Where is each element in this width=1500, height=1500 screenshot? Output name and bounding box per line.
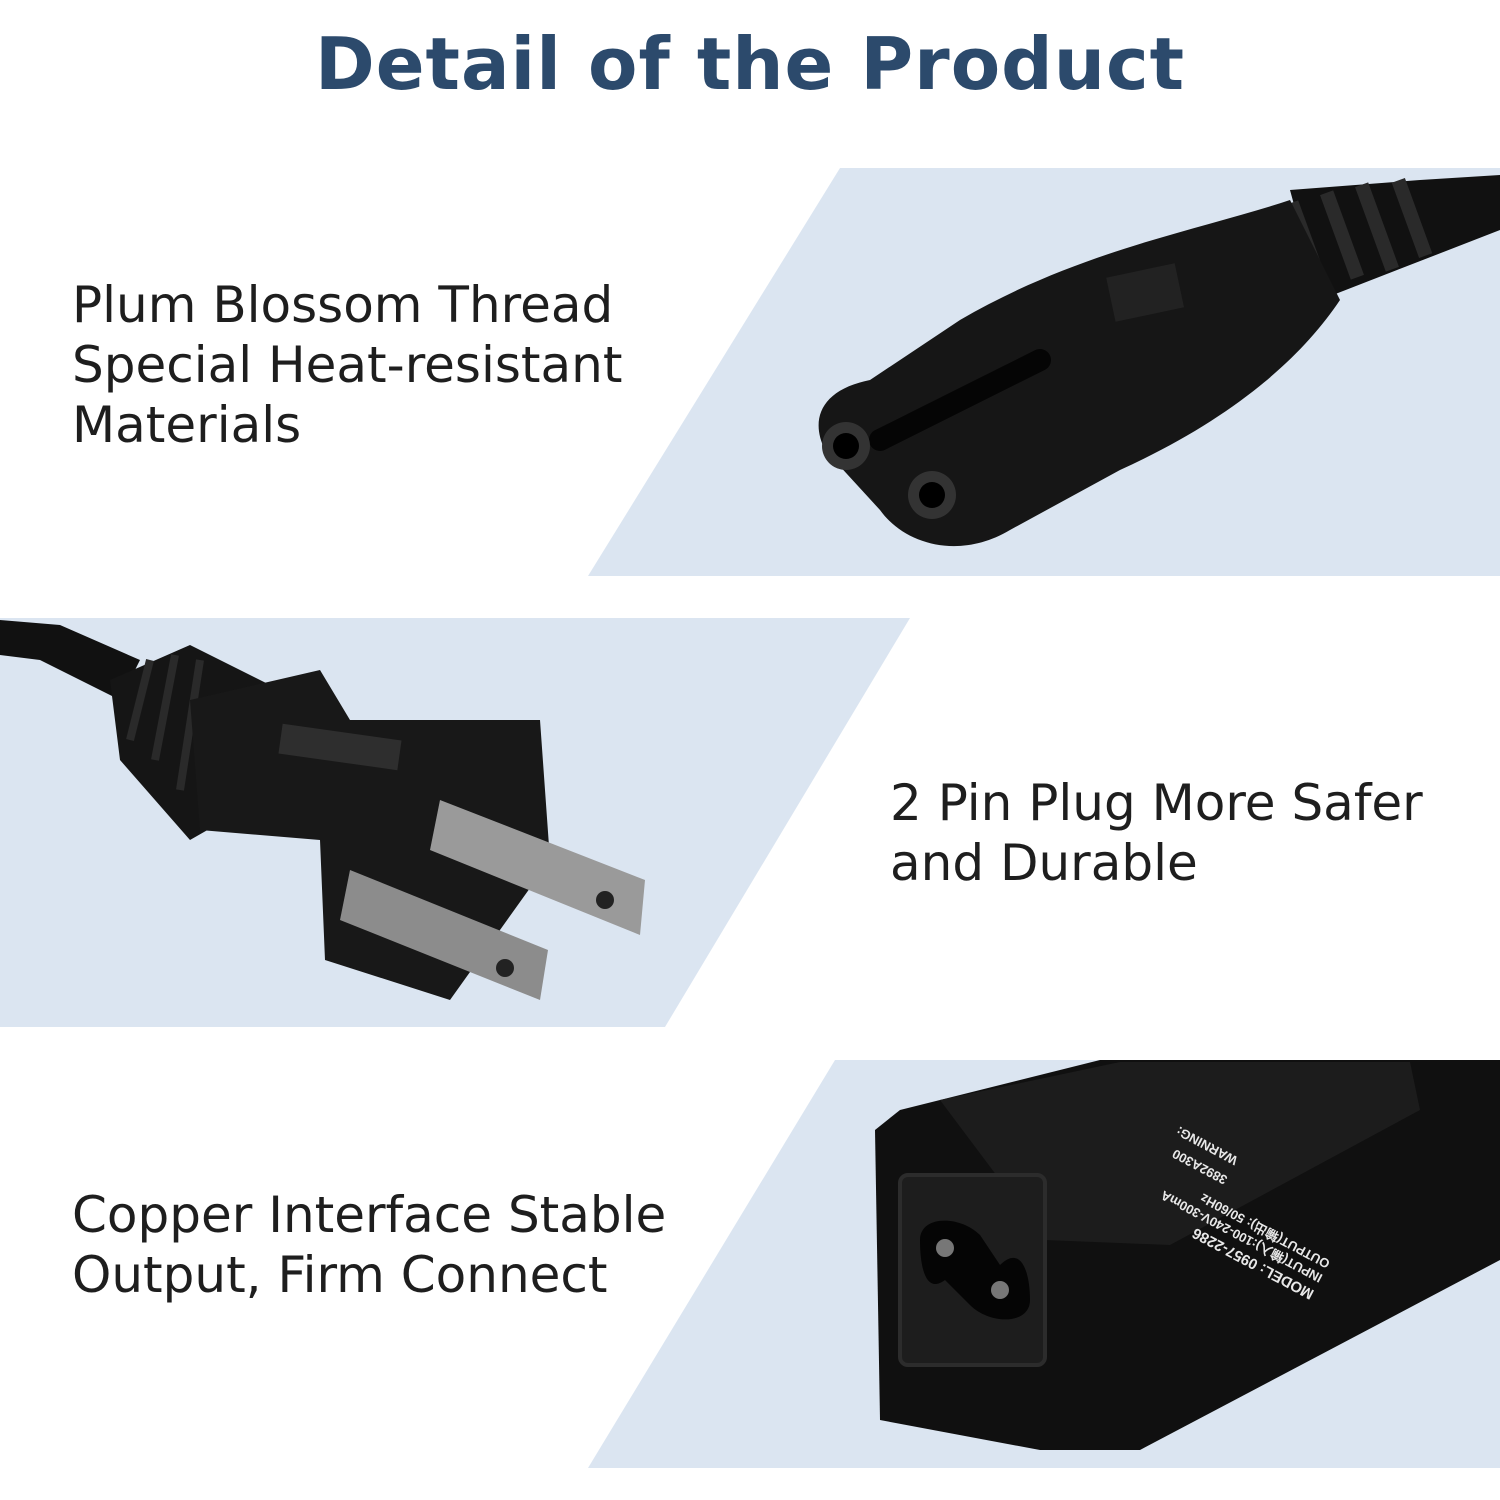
us-2-pin-plug-image: [0, 620, 645, 1000]
feature-line: Copper Interface Stable: [72, 1186, 667, 1244]
power-adapter-image: MODEL: 0957-2286 INPUT(输入):100-240V-300m…: [875, 1060, 1500, 1450]
feature-line: and Durable: [890, 834, 1198, 892]
feature-line: 2 Pin Plug More Safer: [890, 774, 1423, 832]
feature-line: Plum Blossom Thread: [72, 276, 614, 334]
feature-line: Materials: [72, 396, 302, 454]
feature-copper-interface: Copper Interface Stable Output, Firm Con…: [72, 1185, 666, 1305]
c7-connector-image: [818, 175, 1500, 547]
feature-heat-resistant: Plum Blossom Thread Special Heat-resista…: [72, 275, 622, 455]
feature-line: Special Heat-resistant: [72, 336, 623, 394]
feature-2-pin-plug: 2 Pin Plug More Safer and Durable: [890, 773, 1423, 893]
page-title: Detail of the Product: [314, 22, 1186, 106]
feature-line: Output, Firm Connect: [72, 1246, 608, 1304]
